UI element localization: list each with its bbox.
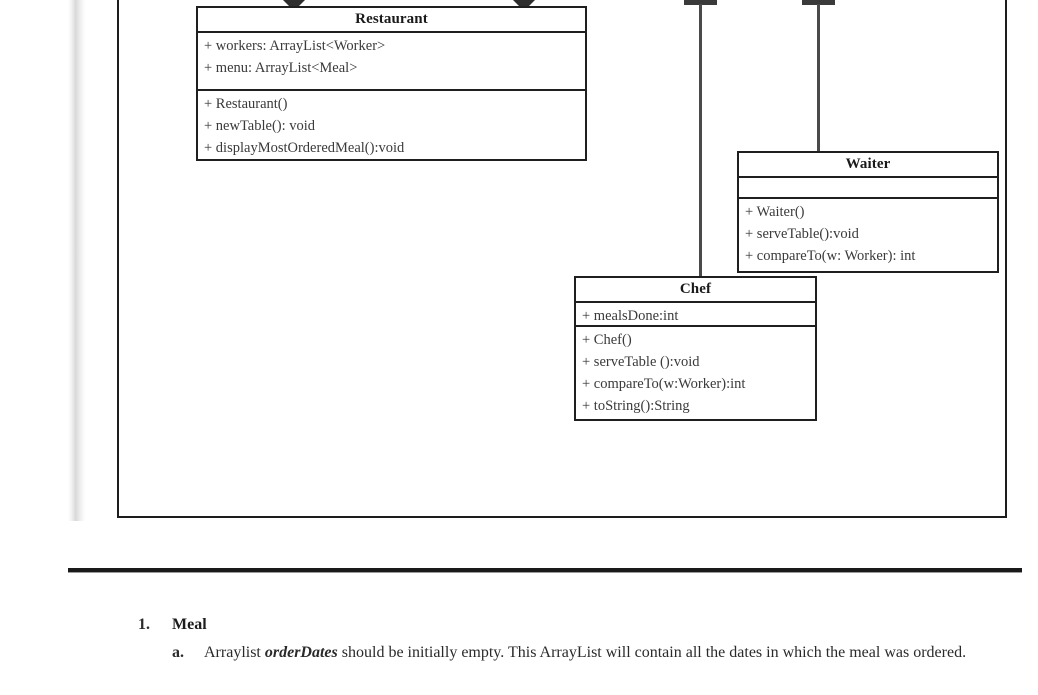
uml-attribute-row: + mealsDone:int	[582, 308, 679, 324]
page-scroll-shadow	[68, 0, 86, 521]
uml-method-row: + compareTo(w: Worker): int	[745, 248, 916, 264]
uml-methods-waiter: + Waiter() + serveTable():void + compare…	[739, 199, 997, 271]
list-item-title: Meal	[172, 616, 207, 633]
uml-methods-chef: + Chef() + serveTable ():void + compareT…	[576, 327, 815, 419]
uml-class-restaurant: Restaurant + workers: ArrayList<Worker> …	[196, 6, 587, 161]
uml-method-row: + displayMostOrderedMeal():void	[204, 140, 405, 156]
uml-method-row: + serveTable ():void	[582, 354, 700, 370]
uml-attribute-row: + workers: ArrayList<Worker>	[204, 38, 386, 54]
inheritance-triangle-waiter	[802, 0, 835, 5]
inheritance-triangle-chef	[684, 0, 717, 5]
list-subitem: a. Arraylist orderDates should be initia…	[172, 640, 1018, 665]
list-subitem-text: Arraylist orderDates should be initially…	[204, 640, 1018, 665]
uml-class-title-waiter: Waiter	[739, 153, 997, 178]
connector-chef-to-worker	[699, 4, 702, 276]
uml-class-waiter: Waiter + Waiter() + serveTable():void + …	[737, 151, 999, 273]
uml-method-row: + Waiter()	[745, 204, 805, 220]
uml-method-row: + Restaurant()	[204, 96, 288, 112]
uml-method-row: + toString():String	[582, 398, 690, 414]
section-divider	[68, 568, 1022, 573]
connector-waiter-to-worker	[817, 4, 820, 151]
subitem-emphasis: orderDates	[264, 644, 338, 661]
uml-class-title-chef: Chef	[576, 278, 815, 303]
list-item-number: 1.	[138, 616, 150, 633]
uml-attribute-row: + menu: ArrayList<Meal>	[204, 60, 358, 76]
uml-method-row: + serveTable():void	[745, 226, 859, 242]
uml-methods-restaurant: + Restaurant() + newTable(): void + disp…	[198, 91, 585, 159]
uml-attributes-chef: + mealsDone:int	[576, 303, 815, 327]
uml-attributes-waiter	[739, 178, 997, 199]
uml-method-row: + newTable(): void	[204, 118, 316, 134]
subitem-text-before: Arraylist	[204, 644, 265, 661]
list-subitem-letter: a.	[172, 644, 184, 661]
requirements-list: 1. Meal a. Arraylist orderDates should b…	[138, 613, 1018, 665]
subitem-text-after: should be initially empty. This ArrayLis…	[337, 644, 967, 661]
uml-attributes-restaurant: + workers: ArrayList<Worker> + menu: Arr…	[198, 33, 585, 91]
uml-method-row: + compareTo(w:Worker):int	[582, 376, 746, 392]
list-item: 1. Meal a. Arraylist orderDates should b…	[138, 613, 1018, 665]
uml-method-row: + Chef()	[582, 332, 632, 348]
arrowhead-down-right-icon	[513, 0, 535, 11]
uml-class-title-restaurant: Restaurant	[198, 8, 585, 33]
arrowhead-down-left-icon	[283, 0, 305, 11]
uml-class-chef: Chef + mealsDone:int + Chef() + serveTab…	[574, 276, 817, 421]
